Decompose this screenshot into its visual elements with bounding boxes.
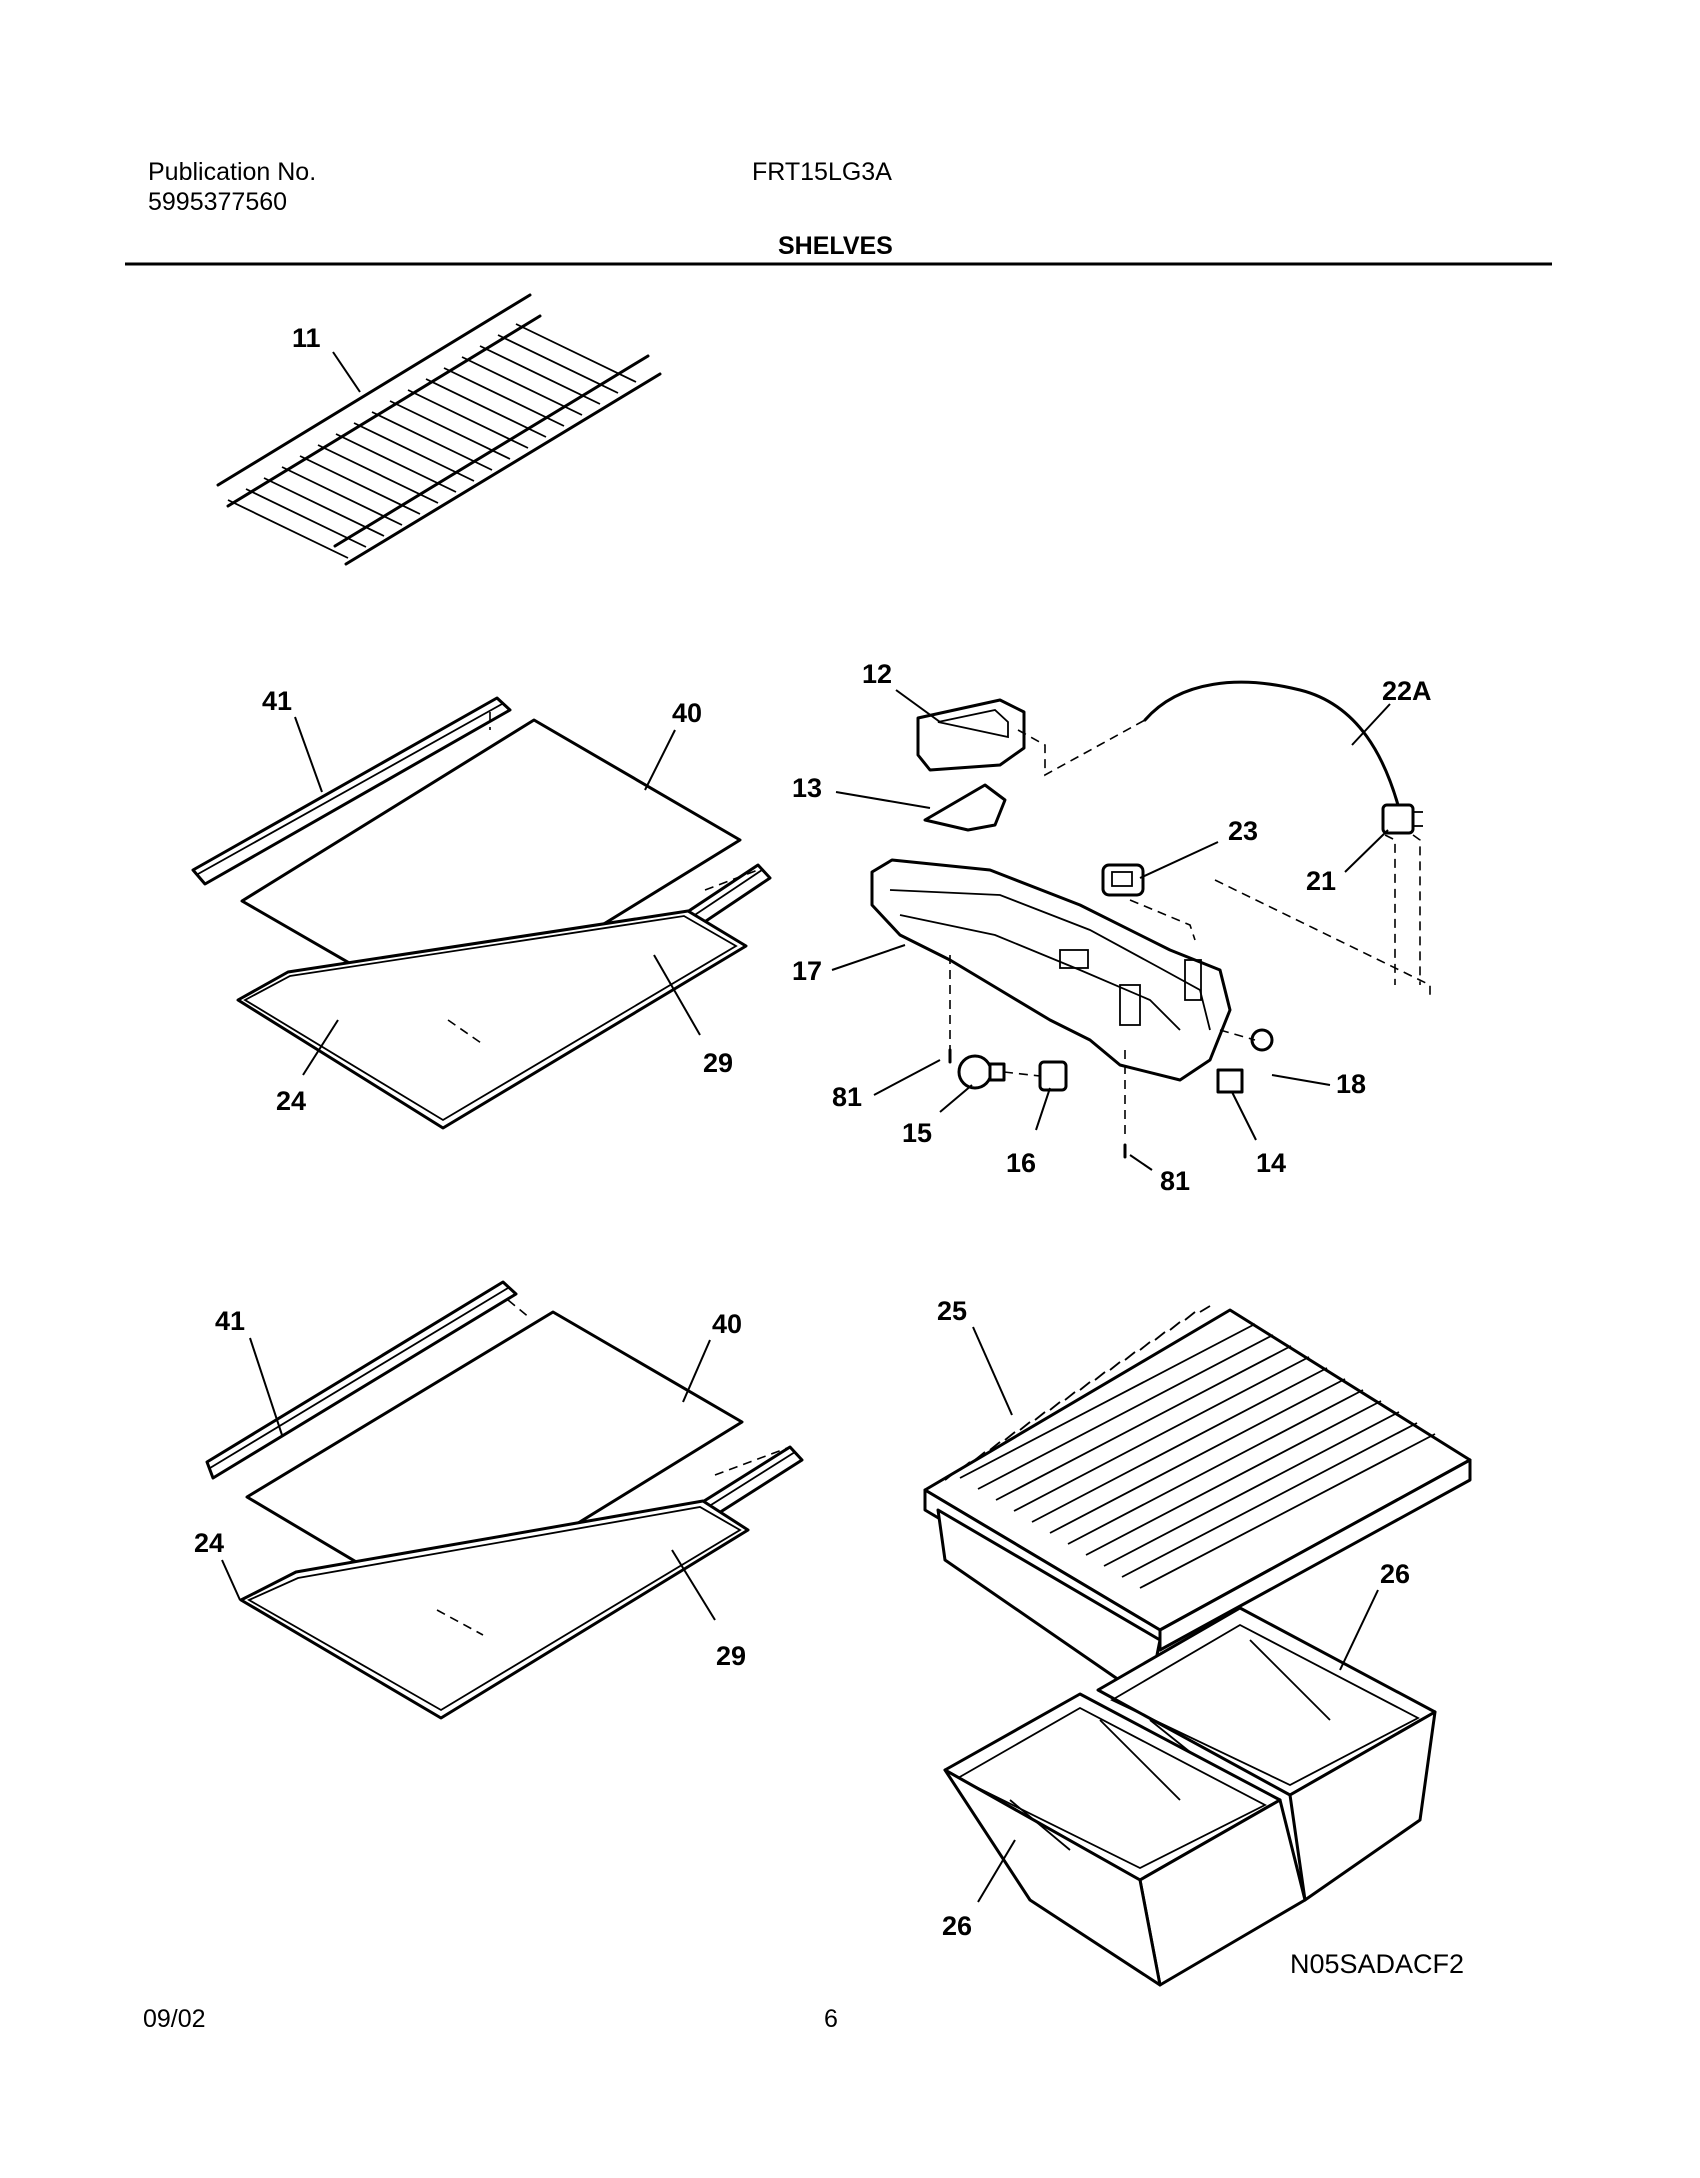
leader-81a <box>873 1059 941 1096</box>
callout-22a: 22A <box>1382 676 1432 706</box>
page-number: 6 <box>824 2005 838 2033</box>
leader-23 <box>1139 841 1219 879</box>
leader-15 <box>939 1084 973 1113</box>
crisper-cover <box>923 1305 1472 1702</box>
wire-shelf <box>216 293 662 566</box>
callout-81-right: 81 <box>1160 1166 1190 1196</box>
callout-16: 16 <box>1006 1148 1036 1178</box>
callout-40-upper: 40 <box>672 698 702 728</box>
callout-41-lower: 41 <box>215 1306 245 1336</box>
leader-25 <box>972 1326 1013 1416</box>
leader-29a <box>653 954 701 1036</box>
leader-17 <box>831 944 906 971</box>
callout-40-lower: 40 <box>712 1309 742 1339</box>
callout-29-lower: 29 <box>716 1641 746 1671</box>
leader-18 <box>1271 1074 1331 1086</box>
callout-81-left: 81 <box>832 1082 862 1112</box>
control-housing-assembly <box>870 680 1431 1159</box>
leader-16 <box>1035 1087 1051 1131</box>
crisper-drawers <box>943 1606 1437 1987</box>
diagram-code: N05SADACF2 <box>1290 1949 1465 1979</box>
leader-41b <box>249 1337 283 1436</box>
leader-12 <box>895 689 941 723</box>
callout-12: 12 <box>862 659 892 689</box>
callout-24-upper: 24 <box>276 1086 306 1116</box>
leader-21 <box>1344 829 1389 873</box>
leader-29b <box>671 1549 716 1621</box>
leader-13 <box>835 791 931 809</box>
callout-24-lower: 24 <box>194 1528 224 1558</box>
callout-18: 18 <box>1336 1069 1366 1099</box>
callout-29-upper: 29 <box>703 1048 733 1078</box>
leader-24b <box>221 1559 241 1601</box>
callout-21: 21 <box>1306 866 1336 896</box>
footer-date: 09/02 <box>143 2005 206 2033</box>
callout-23: 23 <box>1228 816 1258 846</box>
callout-25: 25 <box>937 1296 967 1326</box>
leader-24a <box>302 1019 339 1076</box>
callout-41-upper: 41 <box>262 686 292 716</box>
leader-40b <box>682 1339 711 1403</box>
callout-26-left: 26 <box>942 1911 972 1941</box>
leader-14 <box>1231 1091 1257 1141</box>
model-number: FRT15LG3A <box>752 158 892 186</box>
callout-13: 13 <box>792 773 822 803</box>
leader-22a <box>1351 703 1391 746</box>
publication-label: Publication No. <box>148 158 317 186</box>
callout-14: 14 <box>1256 1148 1286 1178</box>
leader-81b <box>1129 1154 1153 1171</box>
glass-shelf-assembly-lower <box>205 1280 804 1720</box>
callout-11: 11 <box>292 323 321 353</box>
leader-11 <box>332 351 361 393</box>
glass-shelf-assembly-upper <box>191 696 772 1130</box>
leader-41a <box>294 716 323 793</box>
leader-26b <box>977 1839 1016 1903</box>
publication-number: 5995377560 <box>148 188 288 216</box>
leader-26a <box>1339 1589 1379 1671</box>
section-title: SHELVES <box>778 232 893 260</box>
callout-26-right: 26 <box>1380 1559 1410 1589</box>
leader-40a <box>644 729 676 791</box>
callout-17: 17 <box>792 956 822 986</box>
callout-15: 15 <box>902 1118 932 1148</box>
